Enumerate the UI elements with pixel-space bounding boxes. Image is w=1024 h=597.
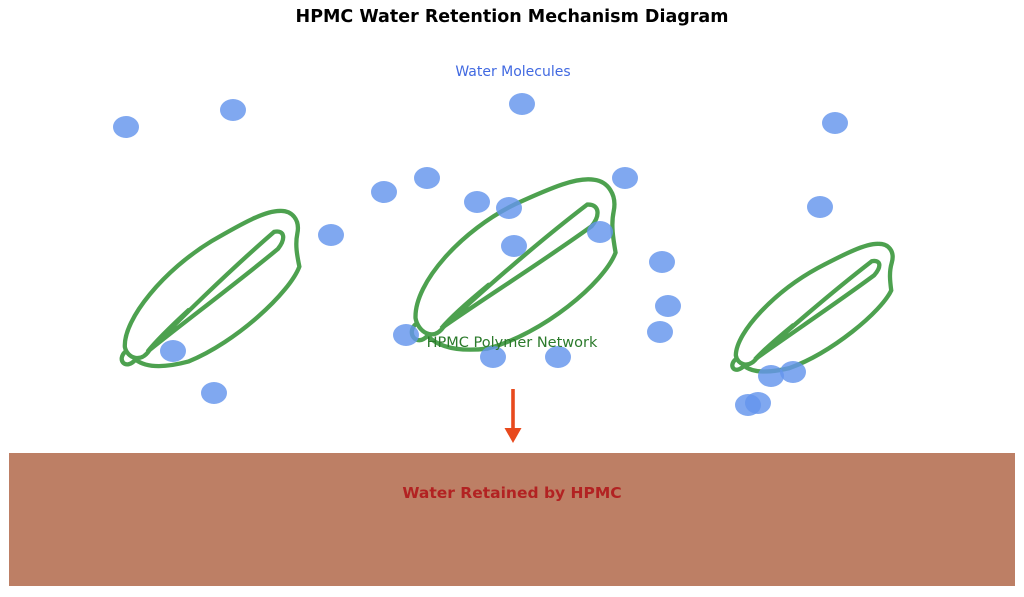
water-molecule xyxy=(393,324,419,346)
water-molecule xyxy=(758,365,784,387)
water-molecule xyxy=(371,181,397,203)
polymer-coils-group xyxy=(94,161,918,395)
water-molecule xyxy=(655,295,681,317)
water-molecule xyxy=(612,167,638,189)
water-molecule xyxy=(501,235,527,257)
water-molecule xyxy=(822,112,848,134)
polymer-coil xyxy=(381,161,652,381)
water-molecule xyxy=(113,116,139,138)
water-molecule xyxy=(480,346,506,368)
water-molecule xyxy=(780,361,806,383)
retained-water-zone xyxy=(9,453,1015,586)
polymer-coil xyxy=(711,231,918,395)
water-molecule xyxy=(745,392,771,414)
water-molecules-label: Water Molecules xyxy=(455,64,570,80)
water-molecule xyxy=(807,196,833,218)
water-molecule xyxy=(160,340,186,362)
water-molecule xyxy=(545,346,571,368)
water-molecule xyxy=(220,99,246,121)
water-molecule xyxy=(201,382,227,404)
water-molecule xyxy=(509,93,535,115)
water-molecules-group xyxy=(113,93,848,416)
water-molecule xyxy=(647,321,673,343)
water-molecule xyxy=(414,167,440,189)
polymer-coil xyxy=(94,196,331,395)
water-retained-label: Water Retained by HPMC xyxy=(402,484,621,502)
water-molecule xyxy=(464,191,490,213)
retention-arrow xyxy=(504,389,522,443)
retention-arrow-head-icon xyxy=(504,428,522,443)
polymer-network-label: HPMC Polymer Network xyxy=(427,335,598,351)
water-molecule xyxy=(587,221,613,243)
water-molecule xyxy=(649,251,675,273)
water-molecule xyxy=(496,197,522,219)
diagram-title: HPMC Water Retention Mechanism Diagram xyxy=(296,7,729,27)
water-molecule xyxy=(318,224,344,246)
